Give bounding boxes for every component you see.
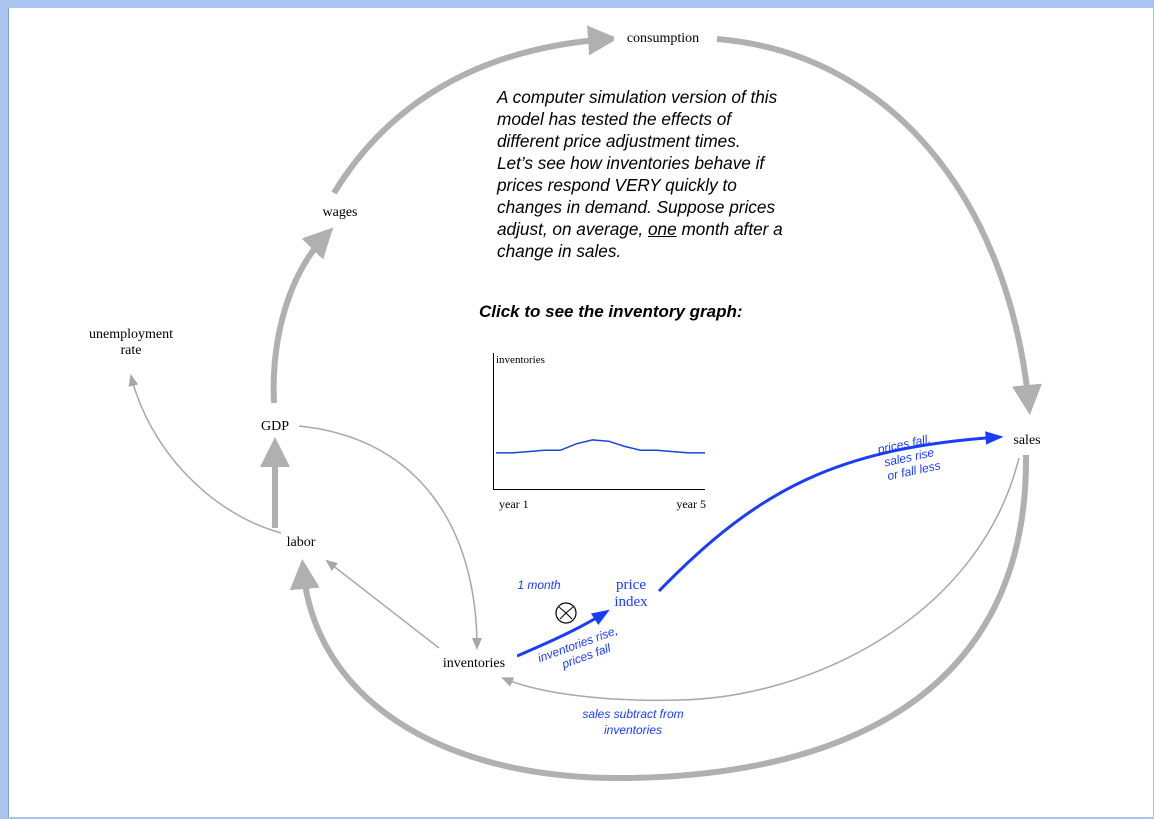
- sales-inv-label-line1: sales subtract from: [582, 707, 683, 721]
- arrow-inventories-to-labor: [325, 559, 440, 649]
- explanation-text: A computer simulation version of this mo…: [497, 86, 842, 262]
- explanation-line: model has tested the effects of: [497, 109, 732, 129]
- mini-graph-x-start: year 1: [499, 497, 529, 511]
- explanation-line: different price adjustment times.: [497, 131, 741, 151]
- inventories-node-bg: [431, 653, 517, 671]
- arrow-wages-to-consumption: [331, 25, 618, 195]
- mini-graph-x-end: year 5: [676, 497, 706, 511]
- labor-node-bg: [281, 532, 323, 550]
- unemployment-rate-node-line2: rate: [121, 343, 142, 358]
- arrow-sales-to-labor: [289, 454, 1030, 782]
- explanation-line: changes in demand. Suppose prices: [497, 197, 776, 217]
- arrow-labor-to-unemployment: [128, 374, 282, 534]
- arrow-price-to-sales: [657, 431, 1004, 593]
- price-index-node-line2: index: [614, 594, 648, 610]
- inventory-series-line: [496, 439, 705, 454]
- unemployment-rate-node: unemployment: [89, 327, 173, 342]
- diagram-canvas: consumption wages unemployment rate GDP …: [8, 8, 1153, 817]
- gdp-node: GDP: [261, 419, 289, 434]
- arrow-inventories-to-price: [516, 609, 610, 658]
- arrow-consumption-to-sales: [716, 36, 1042, 415]
- sales-inv-label-line2: inventories: [604, 723, 662, 737]
- explanation-line: A computer simulation version of this: [497, 87, 778, 107]
- wages-node-bg: [315, 202, 365, 220]
- arrow-gdp-to-wages: [270, 227, 334, 404]
- arrow-gdp-to-inventories: [298, 425, 482, 650]
- underlined-one: one: [647, 219, 677, 239]
- arrow-sales-to-inventories: [501, 457, 1020, 702]
- wages-node: wages: [323, 205, 358, 220]
- mini-graph-ylabel: inventories: [496, 354, 545, 366]
- sales-node-bg: [1009, 430, 1049, 448]
- consumption-node: consumption: [627, 31, 699, 46]
- causal-loop-diagram: consumption wages unemployment rate GDP …: [89, 25, 1049, 782]
- consumption-node-bg: [614, 28, 714, 46]
- labor-node: labor: [287, 535, 316, 550]
- sales-node: sales: [1013, 433, 1040, 448]
- explanation-text-span: month after a: [681, 219, 783, 239]
- gdp-node-bg: [256, 416, 296, 434]
- inventory-mini-graph[interactable]: inventories year 1 year 5: [491, 350, 707, 511]
- price-index-node: price: [616, 577, 646, 593]
- explanation-line: prices respond VERY quickly to: [497, 175, 737, 195]
- clock-icon: [555, 602, 577, 624]
- inventories-node: inventories: [443, 656, 505, 671]
- explanation-text-span: adjust, on average,: [497, 219, 644, 239]
- explanation-line: Let’s see how inventories behave if: [497, 153, 765, 173]
- explanation-line: adjust, on average, one month after a: [497, 218, 842, 240]
- explanation-line: change in sales.: [497, 241, 622, 261]
- delay-label: 1 month: [517, 578, 561, 592]
- inventory-graph-link[interactable]: Click to see the inventory graph:: [479, 302, 743, 321]
